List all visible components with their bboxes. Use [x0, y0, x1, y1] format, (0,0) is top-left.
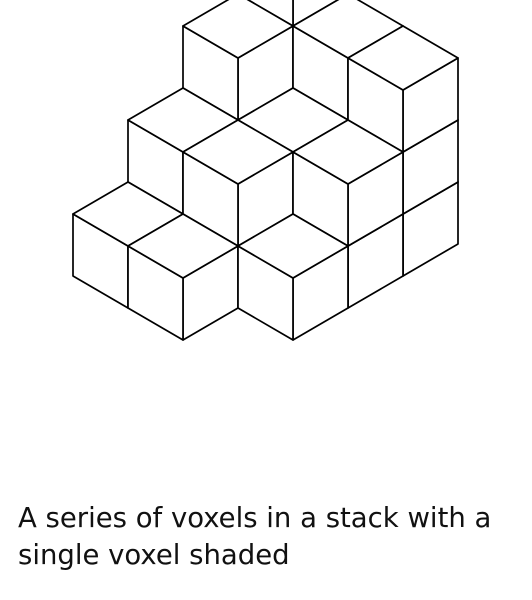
voxel-stack-diagram	[72, 0, 459, 341]
voxel-top-face	[347, 25, 459, 91]
voxel-top-face	[292, 119, 404, 185]
voxel-group	[72, 0, 459, 341]
voxel-top-face	[237, 213, 349, 279]
voxel-top-face	[182, 0, 294, 59]
voxel-top-face	[127, 213, 239, 279]
figure-caption: A series of voxels in a stack with a sin…	[18, 502, 492, 571]
voxel-top-face	[182, 119, 294, 185]
